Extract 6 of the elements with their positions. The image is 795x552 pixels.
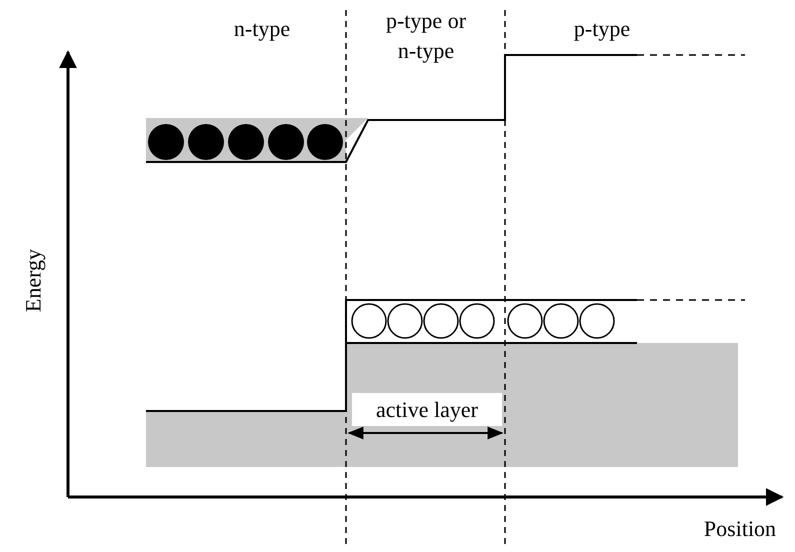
- axis-label: Energy: [20, 248, 46, 314]
- axis-label: Position: [702, 515, 778, 543]
- region-label: n-type: [232, 15, 292, 43]
- dimension-label: active layer: [352, 393, 502, 426]
- region-label: p-type: [572, 15, 632, 43]
- region-label: p-type or n-type: [384, 7, 468, 65]
